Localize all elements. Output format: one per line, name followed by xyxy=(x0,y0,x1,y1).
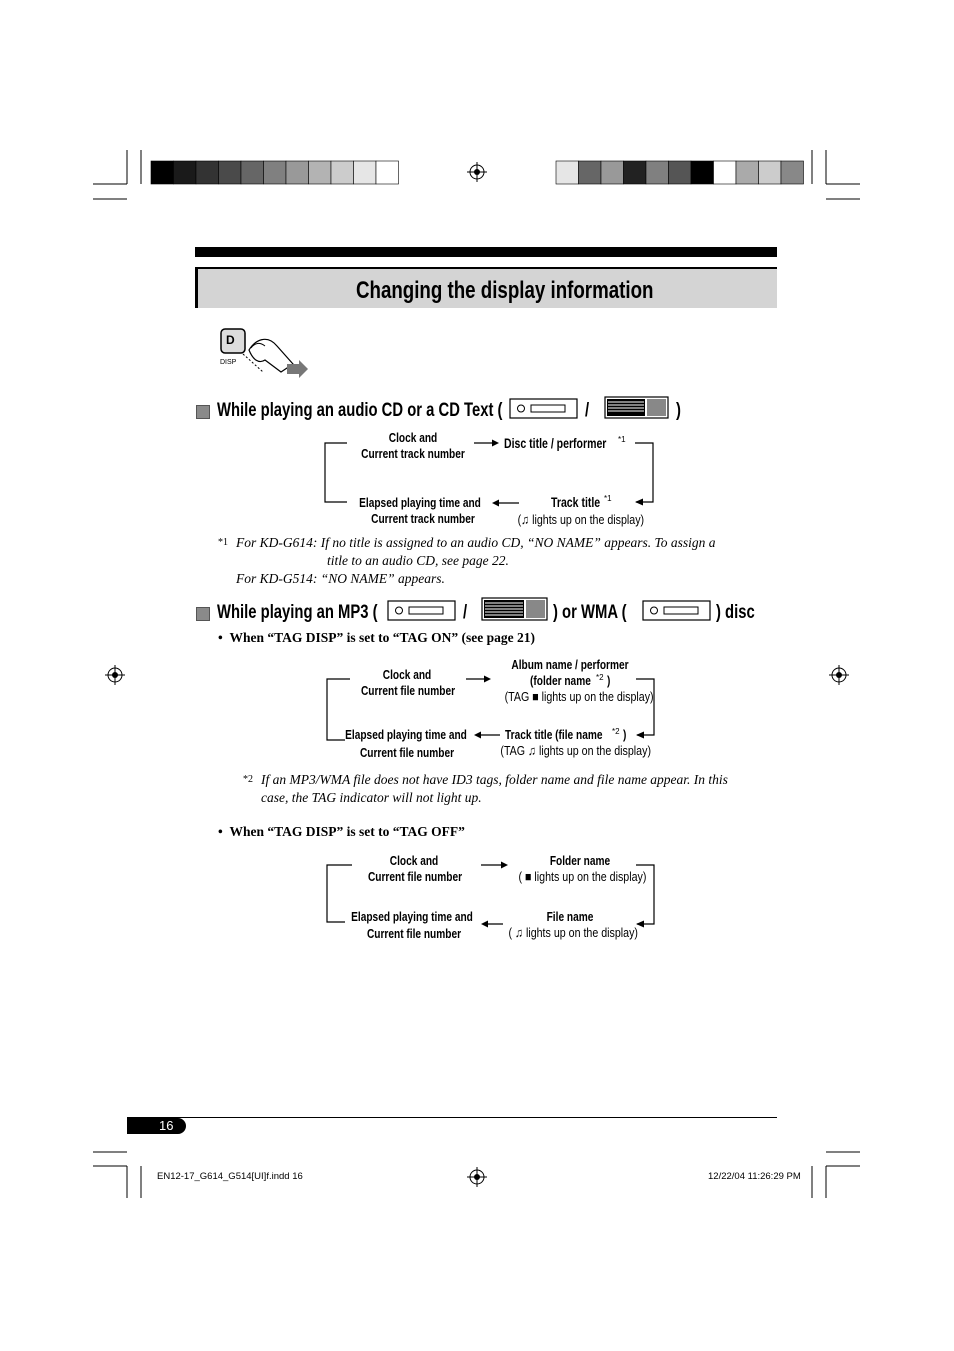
footer-timestamp: 12/22/04 11:26:29 PM xyxy=(708,1171,801,1182)
flow1-bottom-right-note: (♫ lights up on the display) xyxy=(517,512,645,527)
flow3-top-left-line2: Current file number xyxy=(367,869,463,884)
page-title: Changing the display information xyxy=(356,277,654,304)
color-swatch xyxy=(375,160,399,185)
bullet-tag-on-text: When “TAG DISP” is set to “TAG ON” (see … xyxy=(229,630,535,645)
page-number: 16 xyxy=(159,1118,174,1133)
disp-button-bottom-label: DISP xyxy=(220,359,237,366)
flow1-bottom-left-line1: Elapsed playing time and xyxy=(359,495,481,510)
mp3-display-icon xyxy=(481,597,548,621)
section1-heading-prefix: While playing an audio CD or a CD Text ( xyxy=(217,400,503,421)
color-swatch xyxy=(780,160,804,185)
flow1-bottom-left-line2: Current track number xyxy=(371,511,475,526)
flow2-bottom-right-mark: *2 xyxy=(612,727,620,736)
cd-disc-icon xyxy=(509,398,578,419)
section2-heading-suffix: ) disc xyxy=(716,602,755,623)
bullet-tag-off: • When “TAG DISP” is set to “TAG OFF” xyxy=(218,824,465,839)
flow2-bottom-right-note: (TAG ♫ lights up on the display) xyxy=(500,743,651,758)
flow2-bottom-right: Track title (file name xyxy=(505,727,603,742)
section1-heading-sep: / xyxy=(585,400,590,421)
mp3-disc-icon xyxy=(387,600,456,621)
flow2-bottom-left-line1: Elapsed playing time and xyxy=(345,727,467,742)
flow3-top-right-note: ( ■ lights up on the display) xyxy=(518,869,647,884)
title-bar: Changing the display information xyxy=(195,267,777,308)
flow1-top-left-line1: Clock and xyxy=(388,430,438,445)
section1-heading-suffix: ) xyxy=(676,400,681,421)
cd-text-display-icon xyxy=(604,396,669,419)
flow2-bottom-left-line2: Current file number xyxy=(359,745,455,760)
flow2-top-right-note: (TAG ■ lights up on the display) xyxy=(504,689,654,704)
flow1-bottom-right-mark: *1 xyxy=(604,494,612,503)
section2-heading-sep: / xyxy=(463,602,468,623)
flow2-top-right-close: ) xyxy=(607,673,611,688)
flow2-top-left-line2: Current file number xyxy=(360,683,456,698)
footnote1-line3: For KD-G514: “NO NAME” appears. xyxy=(236,571,445,586)
flow3-bottom-left-line1: Elapsed playing time and xyxy=(351,909,473,924)
footer-rule xyxy=(127,1117,777,1118)
flow2-top-right-mark: *2 xyxy=(596,673,604,682)
section2-heading-prefix: While playing an MP3 ( xyxy=(217,602,378,623)
header-rule xyxy=(195,247,777,257)
footnote2-line2: case, the TAG indicator will not light u… xyxy=(261,790,482,805)
flow1-top-right: Disc title / performer xyxy=(504,436,607,451)
flow3-top-left-line1: Clock and xyxy=(389,853,439,868)
footnote2-mark: *2 xyxy=(243,774,253,785)
bullet-tag-on: • When “TAG DISP” is set to “TAG ON” (se… xyxy=(218,630,535,645)
flow1-bottom-right: Track title xyxy=(551,495,601,510)
flow3-top-right: Folder name xyxy=(549,853,611,868)
footnote1-line2: title to an audio CD, see page 22. xyxy=(327,553,509,568)
flow1-top-right-mark: *1 xyxy=(618,435,626,444)
section2-heading-mid: ) or WMA ( xyxy=(553,602,627,623)
disp-button-top-label: D xyxy=(226,333,235,347)
wma-disc-icon xyxy=(642,600,711,621)
section-marker xyxy=(196,405,210,419)
disp-button-illustration xyxy=(220,328,308,378)
flow2-top-right-line1: Album name / performer xyxy=(511,657,629,672)
flow1-top-left-line2: Current track number xyxy=(361,446,465,461)
page-number-badge: 16 xyxy=(127,1118,186,1134)
flow3-bottom-left-line2: Current file number xyxy=(366,926,462,941)
flow2-top-left-line1: Clock and xyxy=(382,667,432,682)
footer-file-info: EN12-17_G614_G514[UI]f.indd 16 xyxy=(157,1171,303,1182)
footnote1-mark: *1 xyxy=(218,537,228,548)
flow2-top-right-line2: (folder name xyxy=(530,673,591,688)
footnote1-line1: For KD-G614: If no title is assigned to … xyxy=(236,535,716,550)
flow3-bottom-right: File name xyxy=(546,909,594,924)
flow2-bottom-right-close: ) xyxy=(623,727,627,742)
bullet-tag-off-text: When “TAG DISP” is set to “TAG OFF” xyxy=(229,824,465,839)
footnote2-line1: If an MP3/WMA file does not have ID3 tag… xyxy=(261,772,728,787)
section-marker xyxy=(196,607,210,621)
flow3-bottom-right-note: ( ♫ lights up on the display) xyxy=(508,925,638,940)
